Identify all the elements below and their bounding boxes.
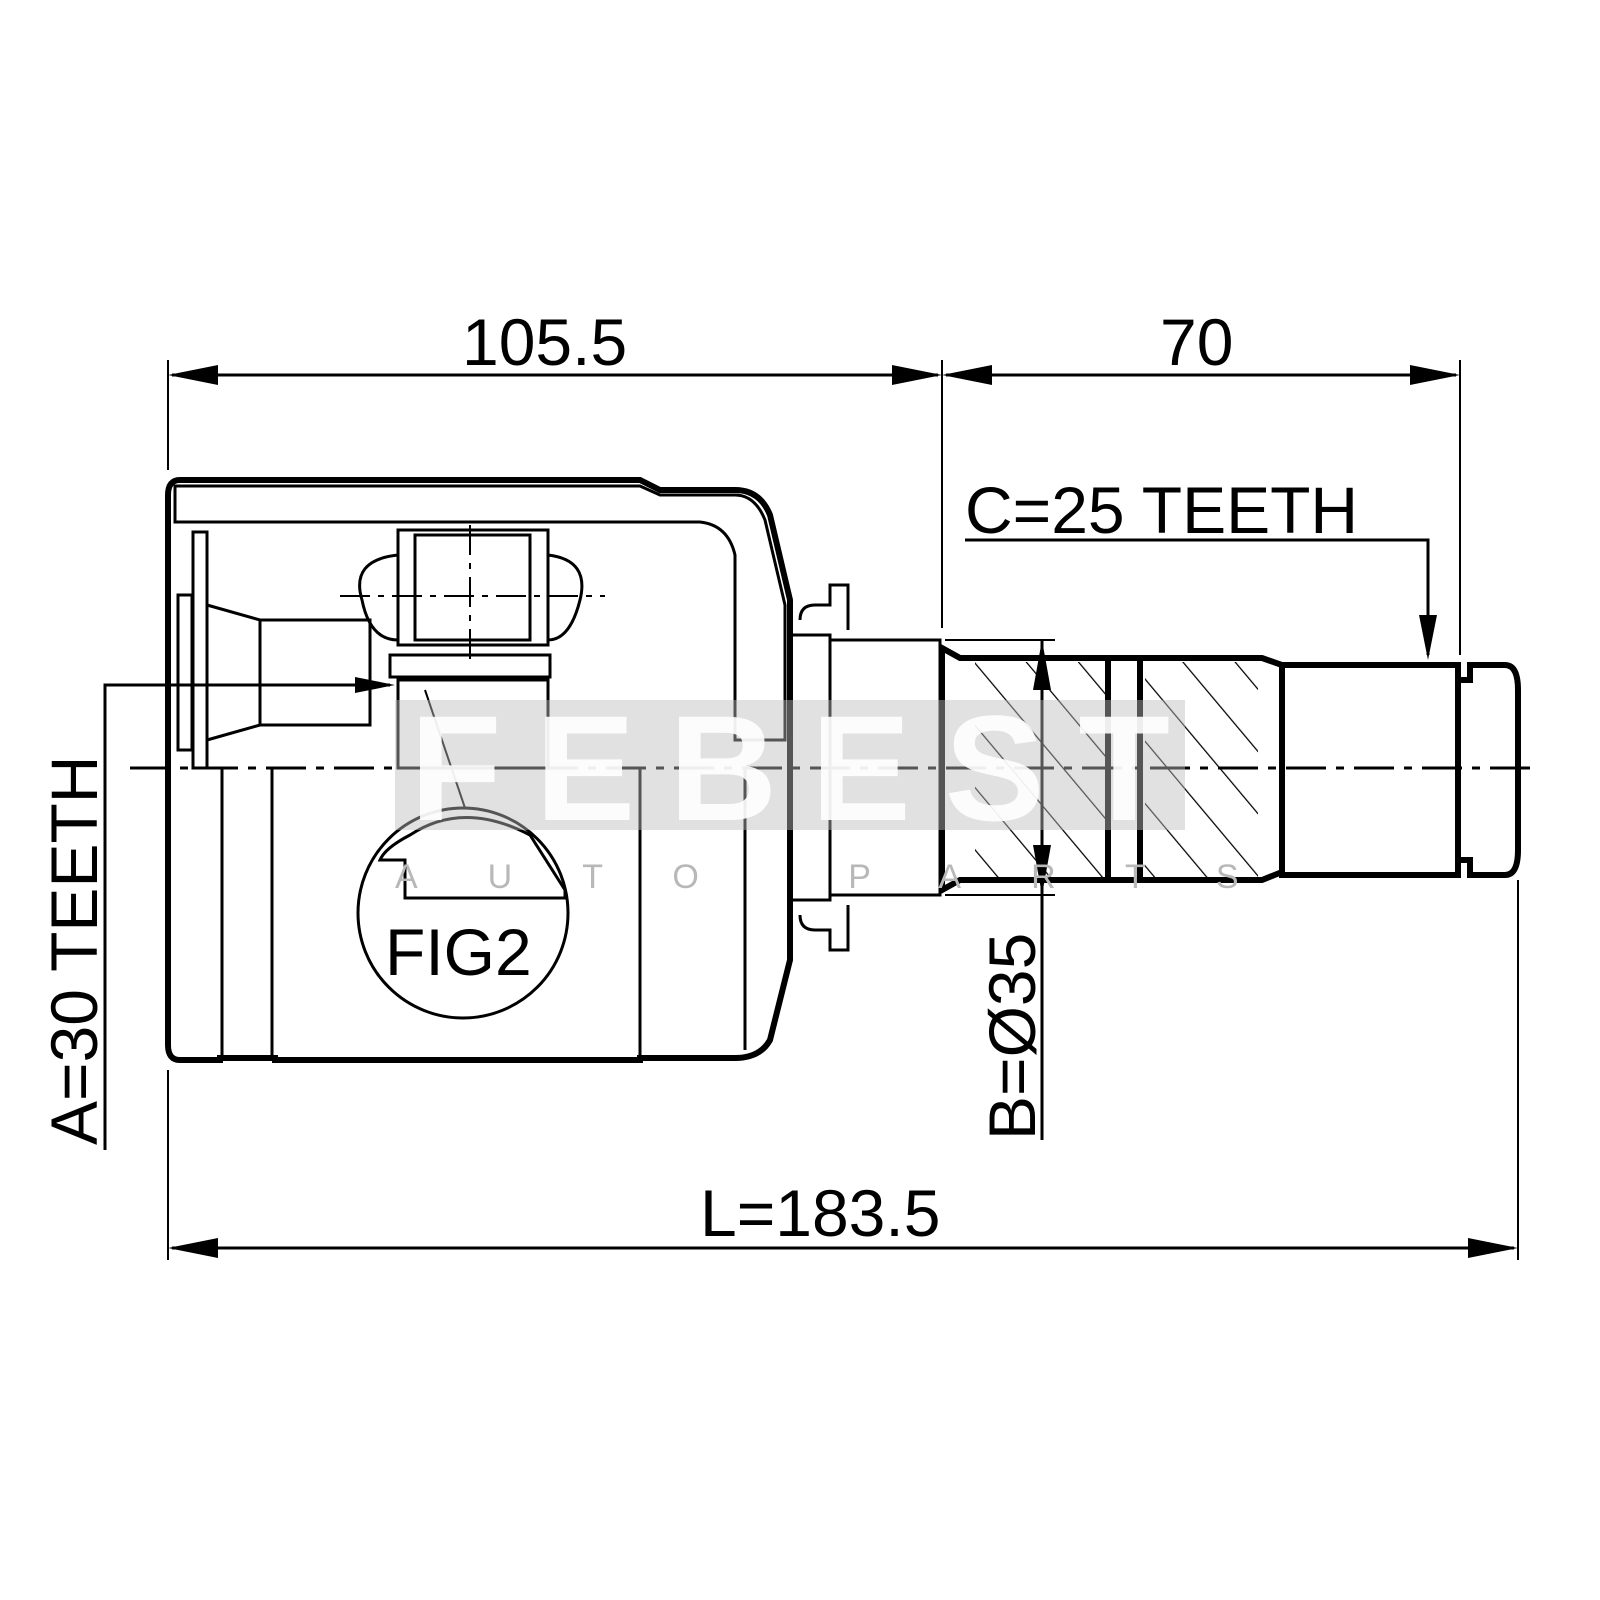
dim-housing-length: 105.5 [462,305,627,379]
dim-shaft-length: 70 [1160,305,1233,379]
extension-lines [167,360,1519,1260]
dim-total-length: L=183.5 [700,1176,940,1250]
watermark: FEBEST AUTO PARTS [395,684,1309,896]
dim-inner-spline-teeth: A=30 TEETH [37,756,111,1145]
dimension-lines [103,365,1518,1258]
fig2-detail: FIG2 [356,689,570,1020]
dim-outer-spline-teeth: C=25 TEETH [965,473,1358,547]
tripod-roller [340,525,605,770]
watermark-tagline: AUTO PARTS [395,858,1309,896]
dim-seal-diameter: B=Ø35 [975,933,1049,1140]
fig2-label: FIG2 [385,915,532,989]
outer-housing [165,477,793,1063]
